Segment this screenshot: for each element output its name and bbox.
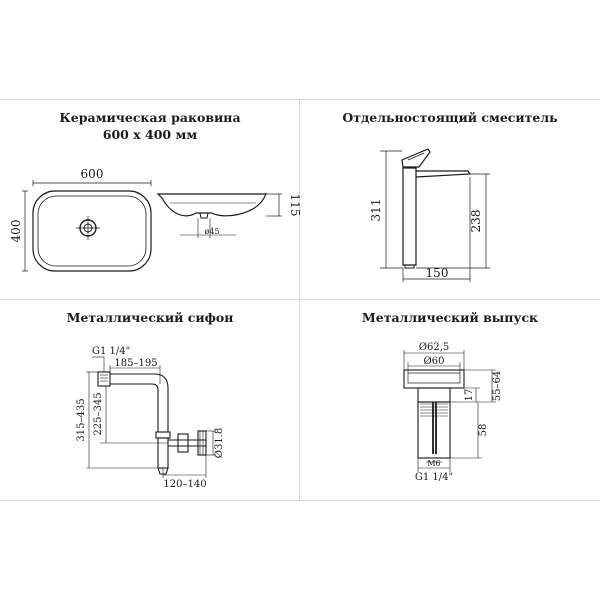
drain-bolt-label: M6	[427, 459, 440, 468]
drain-drawing: Ø62,5 Ø60 55–64 17 58 M6 G1 1/4"	[403, 342, 503, 483]
sink-drain-label: ø45	[205, 227, 220, 236]
faucet-reach-label: 150	[426, 266, 449, 280]
drain-panel: Металлический выпуск	[300, 300, 600, 500]
sink-title-line2: 600 x 400 мм	[102, 127, 198, 142]
drain-top-height-label: 17	[464, 389, 475, 402]
siphon-outlet	[197, 430, 207, 456]
siphon-drawing: G1 1/4" 185–195 315–435 225–345 Ø31.8 12…	[76, 346, 225, 490]
faucet-drawing: 311 238 150	[369, 148, 490, 282]
sink-top-inner	[37, 195, 147, 267]
siphon-top-connector	[97, 371, 111, 387]
faucet-spout	[415, 170, 472, 178]
siphon-pipe	[110, 373, 169, 432]
siphon-inner-height-label: 225–345	[93, 392, 104, 435]
drain-thread-label: G1 1/4"	[415, 472, 453, 483]
sink-panel: Керамическая раковина 600 x 400 мм	[0, 100, 302, 300]
sink-depth-label: 400	[9, 220, 23, 243]
sink-title-line1: Керамическая раковина	[59, 110, 241, 125]
siphon-pipe-diameter-label: Ø31.8	[214, 428, 225, 458]
drain-title: Металлический выпуск	[361, 310, 539, 325]
siphon-title: Металлический сифон	[66, 310, 234, 325]
sink-side-outline	[156, 193, 267, 217]
siphon-outer-height-label: 315–435	[76, 398, 87, 441]
divider-top	[0, 99, 600, 100]
drain-body	[417, 401, 451, 459]
drain-range-label: 55–64	[492, 371, 503, 401]
sink-top-outline	[32, 190, 152, 272]
faucet-title: Отдельностоящий смеситель	[342, 110, 558, 125]
sink-width-label: 600	[81, 167, 104, 181]
drain-outer-diameter-label: Ø62,5	[419, 342, 449, 353]
drain-body-height-label: 58	[478, 424, 489, 437]
faucet-spout-height-label: 238	[469, 210, 483, 233]
divider-bottom	[0, 500, 600, 501]
faucet-handle	[401, 148, 431, 168]
sink-drawing: 600 400 115 ø45	[9, 167, 302, 272]
faucet-body	[402, 167, 417, 266]
siphon-trap	[157, 437, 169, 469]
drain-flange	[417, 387, 451, 403]
divider-vertical	[299, 100, 300, 500]
faucet-panel: Отдельностоящий смеситель 311 238 1	[300, 100, 600, 300]
faucet-total-height-label: 311	[369, 199, 383, 222]
siphon-panel: Металлический сифон	[0, 300, 300, 500]
sink-height-label: 115	[288, 194, 302, 217]
siphon-outlet-label: 120–140	[163, 479, 206, 490]
siphon-horizontal-label: 185–195	[114, 358, 157, 369]
siphon-thread-label: G1 1/4"	[92, 346, 130, 357]
divider-horizontal	[0, 299, 600, 300]
drain-inner-diameter-label: Ø60	[424, 356, 445, 367]
